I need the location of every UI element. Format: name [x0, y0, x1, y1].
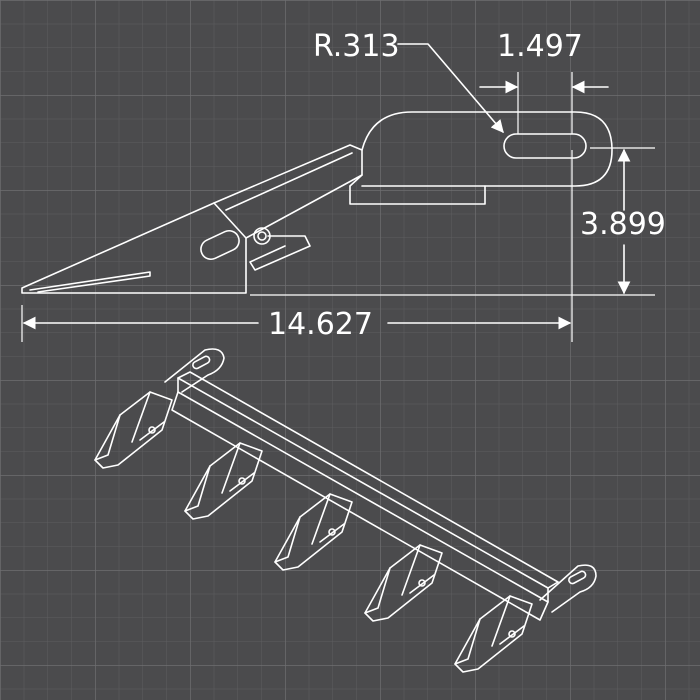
height-label: 3.899 [580, 207, 666, 242]
slot-width-label: 1.497 [497, 29, 583, 64]
radius-label: R.313 [313, 29, 400, 64]
length-label: 14.627 [268, 307, 373, 342]
dimension-lines [21, 43, 655, 342]
isometric-view-drawing [94, 348, 597, 673]
side-view-drawing [21, 111, 613, 294]
